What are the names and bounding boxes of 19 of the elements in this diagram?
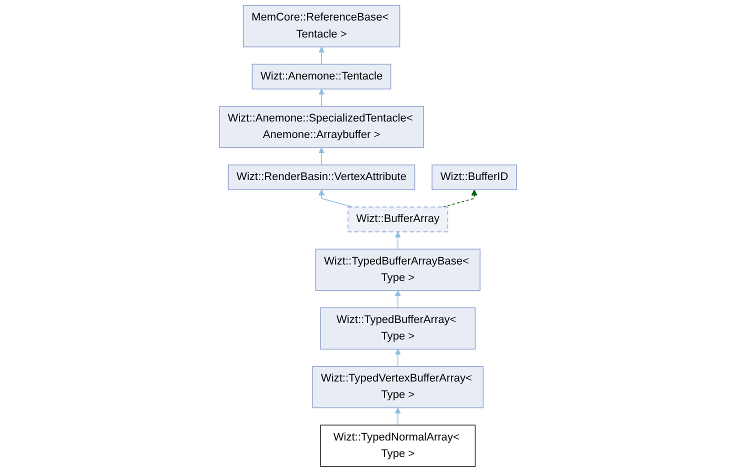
arrow bbox=[394, 408, 401, 426]
arrow bbox=[394, 290, 401, 308]
arrow bbox=[394, 348, 401, 367]
node-box: Wizt::RenderBasin::VertexAttribute bbox=[228, 164, 416, 190]
node-box: Wizt::TypedVertexBufferArray< Type > bbox=[312, 366, 484, 408]
node-box: Wizt::TypedBufferArrayBase< Type > bbox=[315, 248, 480, 291]
arrow bbox=[394, 232, 401, 250]
node-box: Wizt::Anemone::Tentacle bbox=[252, 64, 392, 90]
node-box: MemCore::ReferenceBase< Tentacle > bbox=[242, 5, 400, 48]
arrow bbox=[318, 190, 354, 208]
arrow bbox=[442, 190, 478, 208]
arrow bbox=[318, 46, 325, 65]
arrow bbox=[318, 88, 325, 107]
node-box: Wizt::TypedBufferArray< Type > bbox=[320, 307, 476, 350]
node-box: Wizt::TypedNormalArray< Type > bbox=[320, 424, 476, 467]
node-box: Wizt::BufferID bbox=[432, 164, 517, 190]
node-box: Wizt::BufferArray bbox=[348, 206, 448, 232]
arrow bbox=[318, 147, 325, 166]
node-box: Wizt::Anemone::SpecializedTentacle< Anemone::Arraybuffer > bbox=[219, 106, 424, 148]
